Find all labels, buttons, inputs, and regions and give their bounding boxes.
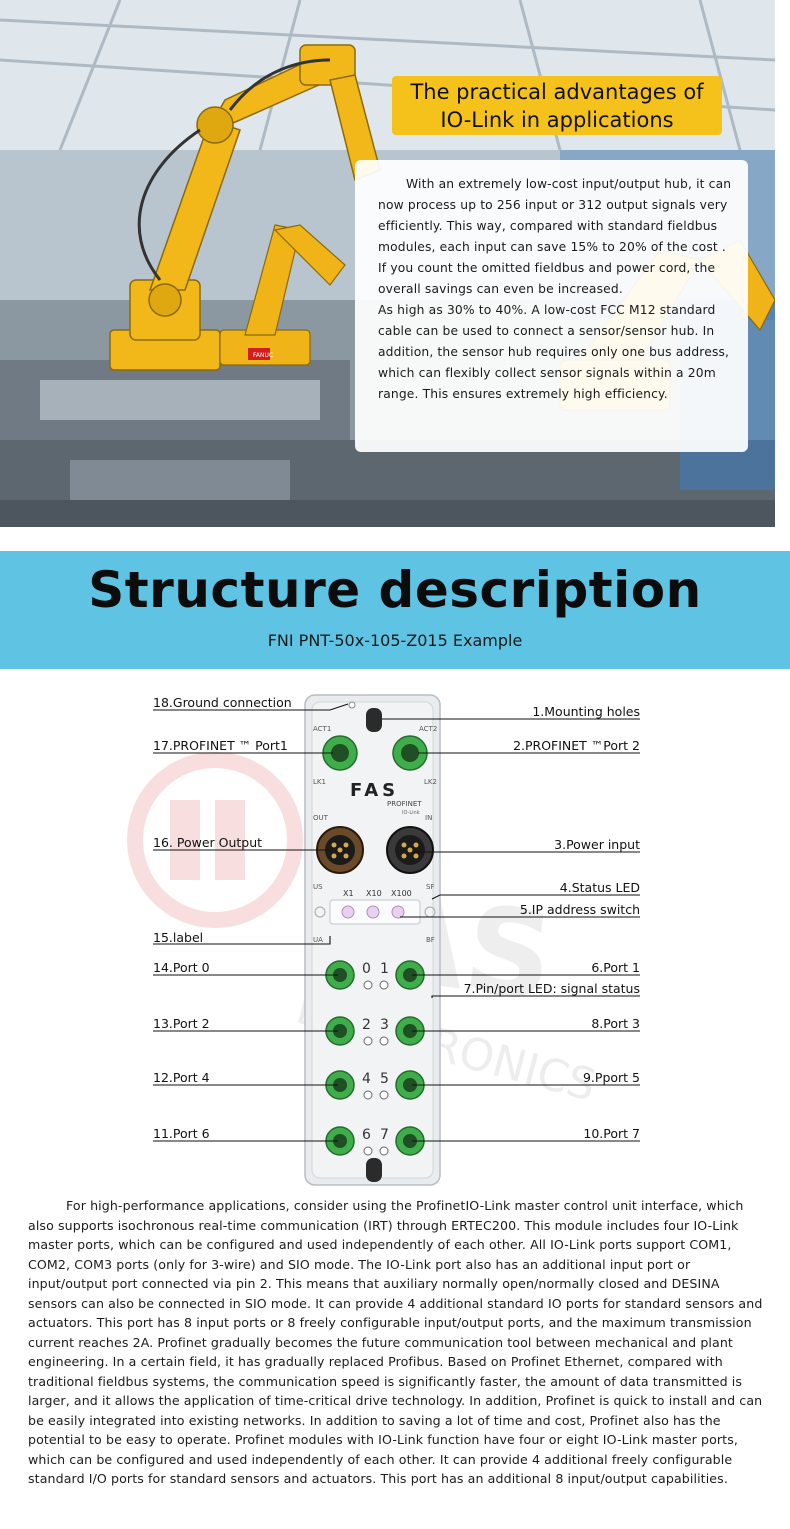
io-port-0 — [325, 960, 355, 990]
mounting-hole-bottom — [366, 1158, 382, 1182]
port-number-6: 6 — [362, 1127, 371, 1143]
label-port-7: 10.Port 7 — [583, 1126, 640, 1141]
device-drawing: ACT1 ACT2 LK1 LK2 FAS PROFINET IO-Link O… — [304, 694, 441, 1186]
power-input-connector — [386, 826, 434, 874]
mounting-hole-top — [366, 708, 382, 732]
ip-switch-x10 — [366, 905, 380, 919]
port-number-3: 3 — [380, 1017, 389, 1033]
out-label: OUT — [313, 814, 329, 822]
hero-title-line2: IO-Link in applications — [440, 108, 674, 132]
lk2-label: LK2 — [424, 778, 437, 786]
label-pin-port-led: 7.Pin/port LED: signal status — [463, 981, 640, 996]
label-ip-switch: 5.IP address switch — [519, 902, 640, 917]
label-port-5: 9.Pport 5 — [582, 1070, 640, 1085]
profinet-port-1 — [322, 735, 358, 771]
label-port-4: 12.Port 4 — [153, 1070, 210, 1085]
description-paragraph: For high-performance applications, consi… — [28, 1198, 763, 1486]
x1-label: X1 — [343, 889, 354, 898]
io-port-2 — [325, 1016, 355, 1046]
hero-section: FANUC The practical advantages of IO-Lin… — [0, 0, 775, 527]
us-label: US — [313, 883, 323, 891]
hero-paragraph-1: With an extremely low-cost input/output … — [378, 177, 732, 296]
io-port-1 — [395, 960, 425, 990]
signal-led — [363, 1146, 373, 1156]
power-output-connector — [316, 826, 364, 874]
label-mounting-holes: 1.Mounting holes — [532, 704, 640, 719]
signal-led — [379, 980, 389, 990]
ground-screw — [348, 701, 356, 709]
signal-led — [379, 1146, 389, 1156]
label-status-led: 4.Status LED — [559, 880, 640, 895]
label-label: 15.label — [153, 930, 204, 945]
banner-title: Structure description — [88, 561, 702, 619]
label-port-6: 11.Port 6 — [153, 1126, 210, 1141]
hero-title-line1: The practical advantages of — [410, 80, 704, 104]
banner-subtitle: FNI PNT-50x-105-Z015 Example — [267, 631, 523, 650]
label-profinet-port2: 2.PROFINET ™Port 2 — [513, 738, 640, 753]
ip-switch-x100 — [391, 905, 405, 919]
label-port-1: 6.Port 1 — [591, 960, 640, 975]
status-led-left — [314, 906, 326, 918]
ua-label: UA — [313, 936, 323, 944]
x10-label: X10 — [366, 889, 382, 898]
label-port-0: 14.Port 0 — [153, 960, 210, 975]
label-power-output: 16. Power Output — [153, 835, 263, 850]
lk1-label: LK1 — [313, 778, 326, 786]
robot-brand-label: FANUC — [253, 352, 273, 359]
label-profinet-port1: 17.PROFINET ™ Port1 — [153, 738, 288, 753]
signal-led — [379, 1090, 389, 1100]
structure-diagram: FAS ELECTRONICS ACT1 ACT2 LK1 LK2 FAS PR… — [0, 680, 790, 1190]
port-number-0: 0 — [362, 961, 371, 977]
port-number-4: 4 — [362, 1071, 371, 1087]
port-number-5: 5 — [380, 1071, 389, 1087]
structure-banner: Structure description FNI PNT-50x-105-Z0… — [0, 551, 790, 669]
callout-lines — [153, 703, 640, 1142]
signal-led — [363, 980, 373, 990]
device-model-line1: PROFINET — [387, 800, 422, 808]
signal-led — [363, 1036, 373, 1046]
label-port-2: 13.Port 2 — [153, 1016, 210, 1031]
port-number-2: 2 — [362, 1017, 371, 1033]
device-model-line2: IO-Link — [402, 810, 420, 816]
device-brand: FAS — [350, 780, 399, 801]
label-ground-connection: 18.Ground connection — [153, 695, 292, 710]
description-text: For high-performance applications, consi… — [28, 1196, 768, 1489]
signal-led — [363, 1090, 373, 1100]
hero-title-box: The practical advantages of IO-Link in a… — [392, 76, 722, 135]
bf-label: BF — [426, 936, 435, 944]
label-port-3: 8.Port 3 — [591, 1016, 640, 1031]
signal-led — [379, 1036, 389, 1046]
act1-label: ACT1 — [313, 725, 331, 733]
port-number-1: 1 — [380, 961, 389, 977]
x100-label: X100 — [391, 889, 412, 898]
label-power-input: 3.Power input — [554, 837, 640, 852]
profinet-port-2 — [392, 735, 428, 771]
io-port-7 — [395, 1126, 425, 1156]
ip-switch-x1 — [341, 905, 355, 919]
hero-text-card: With an extremely low-cost input/output … — [355, 160, 748, 452]
sf-label: SF — [426, 883, 434, 891]
in-label: IN — [425, 814, 432, 822]
act2-label: ACT2 — [419, 725, 437, 733]
port-number-7: 7 — [380, 1127, 389, 1143]
hero-paragraph-2: As high as 30% to 40%. A low-cost FCC M1… — [378, 303, 730, 401]
